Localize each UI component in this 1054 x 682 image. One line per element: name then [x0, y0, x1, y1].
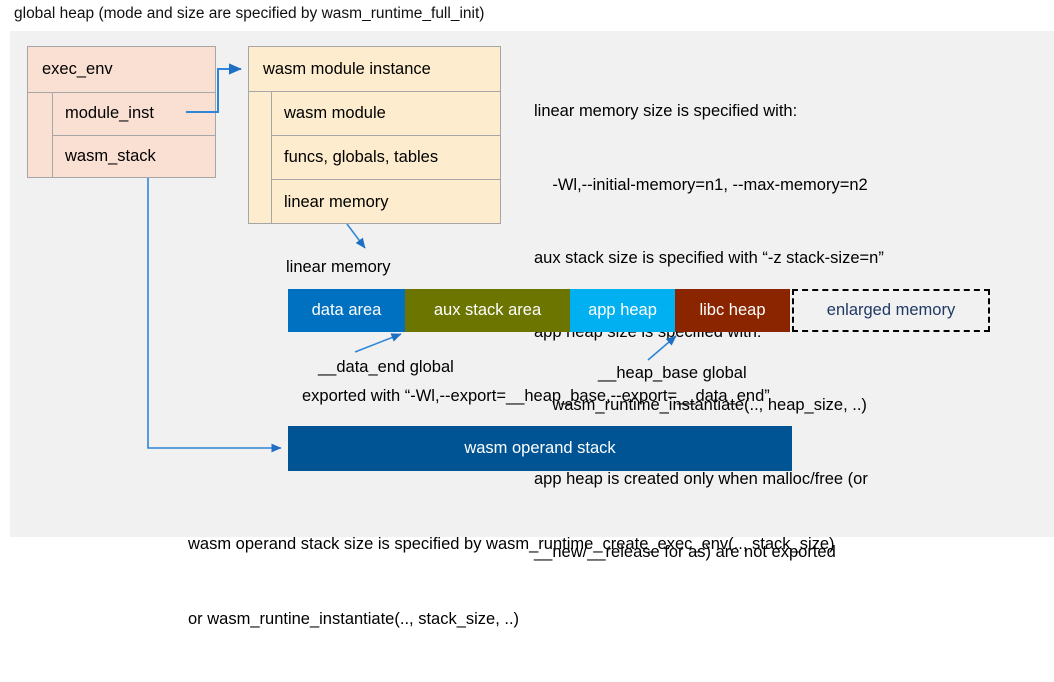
- notes-line-3: aux stack size is specified with “-z sta…: [534, 249, 884, 267]
- wasm-operand-stack-bar: wasm operand stack: [288, 426, 792, 471]
- memory-segment-aux-stack-area: aux stack area: [405, 289, 570, 332]
- linear-memory-label: linear memory: [286, 258, 391, 276]
- wasm-module-instance-body: wasm module funcs, globals, tables linea…: [249, 92, 500, 224]
- diagram-root: global heap (mode and size are specified…: [10, 5, 1054, 628]
- row-funcs-globals-tables: funcs, globals, tables: [272, 136, 500, 180]
- notes-line-6: app heap is created only when malloc/fre…: [534, 469, 868, 488]
- row-linear-memory: linear memory: [284, 192, 389, 211]
- memory-segment-libc-heap: libc heap: [675, 289, 790, 332]
- annotation-exported-with: exported with “-Wl,--export=__heap_base,…: [302, 387, 770, 405]
- notes-block: linear memory size is specified with: -W…: [534, 50, 1034, 614]
- wasm-module-instance-header: wasm module instance: [249, 47, 500, 92]
- wasm-module-instance-gutter: [249, 92, 272, 224]
- wasm-module-instance-box: wasm module instance wasm module funcs, …: [248, 46, 501, 224]
- annotation-data-end: __data_end global: [318, 358, 454, 376]
- notes-line-5: wasm_runtime_instantiate(.., heap_size, …: [534, 396, 867, 414]
- bottom-notes-line-2: or wasm_runtine_instantiate(.., stack_si…: [188, 610, 520, 628]
- bottom-notes-line-1: wasm operand stack size is specified by …: [188, 535, 835, 553]
- page-title: global heap (mode and size are specified…: [14, 5, 485, 22]
- memory-segment-enlarged-memory: enlarged memory: [792, 289, 990, 332]
- exec-env-gutter: [28, 93, 53, 178]
- exec-env-box: exec_env module_inst wasm_stack: [27, 46, 216, 178]
- bottom-notes-block: wasm operand stack size is specified by …: [188, 482, 835, 682]
- memory-segment-data-area: data area: [288, 289, 405, 332]
- annotation-heap-base: __heap_base global: [598, 364, 747, 382]
- exec-env-row-module-inst: module_inst: [53, 93, 215, 136]
- row-wasm-module: wasm module: [272, 92, 500, 136]
- exec-env-header: exec_env: [28, 47, 215, 93]
- exec-env-body: module_inst wasm_stack: [28, 93, 215, 178]
- exec-env-row-wasm-stack: wasm_stack: [65, 147, 156, 166]
- notes-line-2: -Wl,--initial-memory=n1, --max-memory=n2: [534, 175, 868, 194]
- exec-env-rows: module_inst wasm_stack: [53, 93, 215, 178]
- wasm-module-instance-rows: wasm module funcs, globals, tables linea…: [272, 92, 500, 224]
- notes-line-1: linear memory size is specified with:: [534, 102, 798, 120]
- memory-segment-app-heap: app heap: [570, 289, 675, 332]
- linear-memory-bar: data area aux stack area app heap libc h…: [288, 289, 990, 332]
